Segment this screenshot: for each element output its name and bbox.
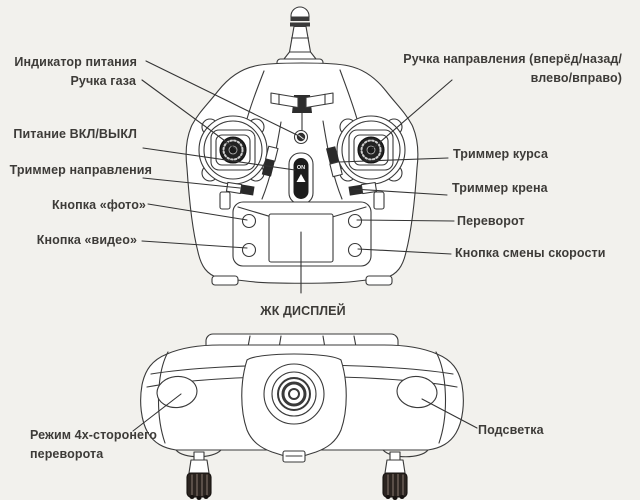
bottom-view-illustration (140, 333, 464, 500)
direction-stick-illustration (336, 115, 406, 185)
leader-flip-mode (132, 393, 182, 432)
leader-power-switch (142, 147, 296, 171)
label-power-indicator: Индикатор питания (14, 55, 137, 69)
leader-power-indicator (145, 60, 298, 136)
flip-button-illustration (347, 213, 363, 229)
label-photo-button: Кнопка «фото» (52, 198, 146, 212)
leader-direction-stick (371, 79, 453, 150)
label-flip-mode-line2: переворота (30, 447, 104, 461)
leader-photo-button (147, 203, 248, 221)
label-course-trimmer: Триммер курса (453, 147, 549, 161)
photo-button-illustration (241, 213, 257, 229)
label-power-switch: Питание ВКЛ/ВЫКЛ (13, 127, 137, 141)
antenna-illustration (276, 6, 324, 68)
trimmer-right-horizontal (348, 181, 378, 196)
throttle-stick-illustration (198, 115, 268, 185)
label-backlight: Подсветка (478, 423, 544, 437)
power-switch-illustration: ON (288, 152, 314, 205)
label-flip-mode-line1: Режим 4х-сторонего (30, 428, 157, 442)
label-speed-button: Кнопка смены скорости (455, 246, 606, 260)
label-flip-button: Переворот (457, 214, 525, 228)
label-direction-stick-line1: Ручка направления (вперёд/назад/ (403, 52, 622, 66)
button-panel-illustration (232, 201, 372, 267)
label-direction-stick-line2: влево/вправо) (530, 71, 622, 85)
stick-rear-left (186, 451, 212, 500)
leader-flip-button (356, 219, 455, 222)
power-led-icon (293, 129, 309, 145)
leader-video-button (141, 240, 248, 249)
leader-course-trimmer (338, 157, 449, 163)
video-button-illustration (241, 242, 257, 258)
switch-on-label: ON (297, 165, 305, 171)
logo-chevron-icon (270, 92, 334, 113)
label-throttle-stick: Ручка газа (70, 74, 136, 88)
leader-throttle-stick (141, 79, 237, 150)
leader-backlight (421, 398, 478, 429)
speed-button-illustration (347, 242, 363, 258)
top-view-illustration: ON (185, 6, 419, 286)
label-roll-trimmer: Триммер крена (452, 181, 548, 195)
label-lcd-display: ЖК ДИСПЛЕЙ (260, 304, 346, 318)
leader-speed-button (357, 248, 452, 255)
stand-foot-right (365, 275, 393, 286)
label-direction-trimmer: Триммер направления (9, 163, 152, 177)
leader-roll-trimmer (352, 188, 448, 196)
stick-rear-right (382, 451, 408, 500)
leader-direction-trimmer (142, 177, 241, 189)
leader-lines (132, 60, 478, 432)
label-video-button: Кнопка «видео» (36, 233, 137, 247)
stand-foot-left (211, 275, 239, 286)
trimmer-right-vertical (326, 146, 343, 178)
lens-illustration (263, 363, 325, 425)
backlight-button-illustration (396, 375, 438, 409)
trimmer-left-vertical (261, 145, 279, 177)
flip-mode-button-illustration (156, 375, 198, 409)
